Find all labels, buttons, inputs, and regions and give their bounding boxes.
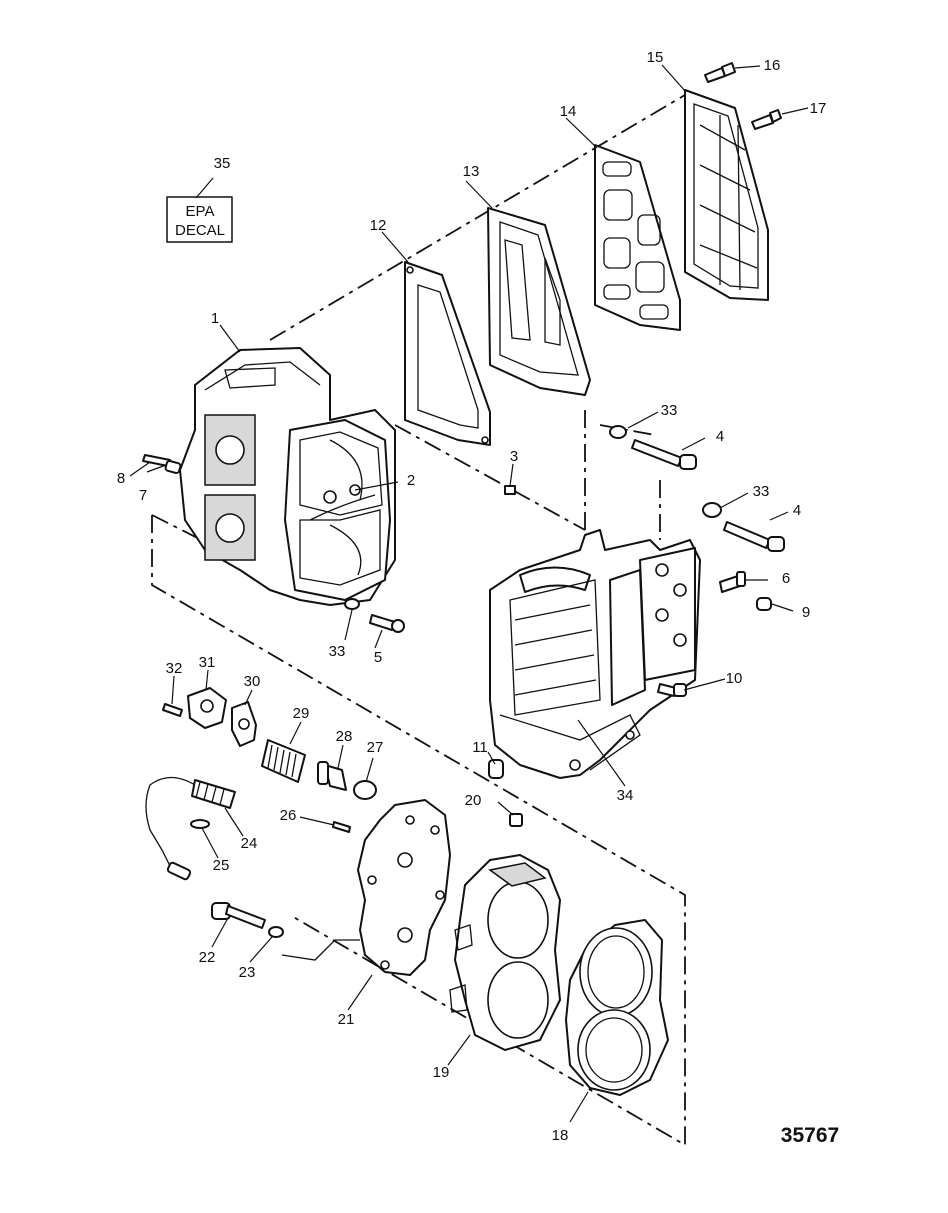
callout-32: 32 <box>166 660 183 677</box>
screw-17 <box>751 109 782 130</box>
callout-16: 16 <box>764 57 781 74</box>
decal-line-2: DECAL <box>175 222 225 239</box>
gasket-14 <box>594 144 681 331</box>
callout-9: 9 <box>802 604 810 621</box>
callout-3: 3 <box>510 448 518 465</box>
bolt-10 <box>657 683 687 697</box>
callout-21: 21 <box>338 1011 355 1028</box>
assembly-guide-lines <box>151 91 691 1147</box>
callout-1: 1 <box>211 310 219 327</box>
epa-decal: EPA DECAL <box>166 196 233 243</box>
callout-labels: 35 1 2 3 4 4 5 6 7 8 9 10 11 12 13 14 15… <box>117 49 827 1144</box>
callout-28: 28 <box>336 728 353 745</box>
thermostat-28 <box>317 761 347 791</box>
exhaust-cover-13 <box>487 207 591 396</box>
callout-13: 13 <box>463 163 480 180</box>
callout-31: 31 <box>199 654 216 671</box>
washer-23 <box>268 926 284 938</box>
callout-24: 24 <box>241 835 258 852</box>
callout-12: 12 <box>370 217 387 234</box>
crankcase-34 <box>489 529 701 779</box>
bolt-32 <box>162 703 183 717</box>
plug-7 <box>164 460 182 474</box>
callout-34: 34 <box>617 787 634 804</box>
bolt-4-top <box>631 439 697 470</box>
callout-30: 30 <box>244 673 261 690</box>
head-gasket-18 <box>565 919 669 1096</box>
leader-lines <box>129 64 809 1123</box>
callout-7: 7 <box>139 487 147 504</box>
dowel-11 <box>488 759 504 779</box>
gasket-2 <box>309 494 376 521</box>
callout-26: 26 <box>280 807 297 824</box>
callout-4-top: 4 <box>716 428 724 445</box>
callout-33-left: 33 <box>329 643 346 660</box>
callout-2: 2 <box>407 472 415 489</box>
seal-27 <box>353 780 377 800</box>
callout-18: 18 <box>552 1127 569 1144</box>
decal-line-1: EPA <box>186 203 215 220</box>
bolt-22 <box>211 902 266 929</box>
washer-33-top <box>609 425 627 439</box>
callout-14: 14 <box>560 103 577 120</box>
washer-33-left <box>344 598 360 610</box>
callout-5: 5 <box>374 649 382 666</box>
callout-23: 23 <box>239 964 256 981</box>
bolt-4-mid <box>723 521 785 552</box>
cylinder-block-1 <box>179 347 396 606</box>
washer-33-mid <box>702 502 722 518</box>
callout-22: 22 <box>199 949 216 966</box>
spring-29 <box>261 739 306 783</box>
cover-plate-21 <box>357 799 451 976</box>
callout-29: 29 <box>293 705 310 722</box>
callout-8: 8 <box>117 470 125 487</box>
cylinder-head-19 <box>449 854 561 1051</box>
cap-9 <box>756 597 772 611</box>
exhaust-plate-15 <box>684 89 769 301</box>
clip-25 <box>190 819 210 829</box>
bolt-5 <box>369 614 405 633</box>
thermostat-cover-31 <box>187 687 227 729</box>
callout-11: 11 <box>472 739 488 756</box>
gasket-30 <box>231 701 257 747</box>
dowel-3 <box>504 485 516 495</box>
callout-35: 35 <box>214 155 231 172</box>
callout-20: 20 <box>465 792 482 809</box>
callout-15: 15 <box>647 49 664 66</box>
callout-25: 25 <box>213 857 230 874</box>
fitting-6 <box>719 571 746 593</box>
gasket-12 <box>404 261 491 446</box>
callout-33-mid: 33 <box>753 483 770 500</box>
callout-17: 17 <box>810 100 827 117</box>
plug-20 <box>509 813 523 827</box>
callout-33-top: 33 <box>661 402 678 419</box>
callout-27: 27 <box>367 739 384 756</box>
temperature-sensor-24 <box>145 776 236 881</box>
screw-26 <box>332 821 351 833</box>
callout-4-mid: 4 <box>793 502 801 519</box>
callout-6: 6 <box>782 570 790 587</box>
callout-19: 19 <box>433 1064 450 1081</box>
figure-number: 35767 <box>781 1124 839 1147</box>
screw-16 <box>704 62 736 83</box>
callout-10: 10 <box>726 670 743 687</box>
